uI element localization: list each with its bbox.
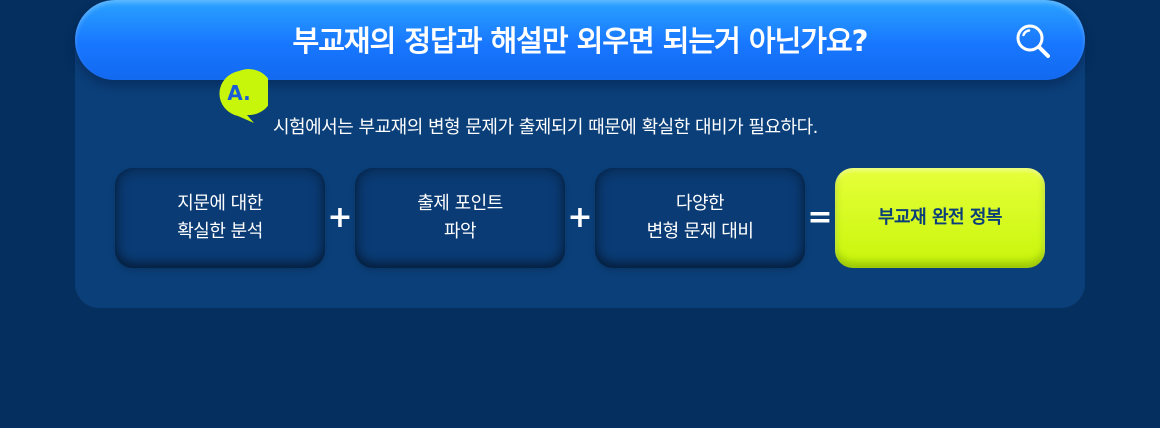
formula-item-variation: 다양한 변형 문제 대비 — [595, 168, 805, 268]
plus-icon: + — [327, 200, 353, 235]
formula-result: 부교재 완전 정복 — [835, 168, 1045, 268]
formula-result-line: 부교재 — [878, 207, 927, 228]
question-bar: 부교재의 정답과 해설만 외우면 되는거 아닌가요? — [75, 0, 1085, 80]
answer-badge: A. — [214, 69, 273, 123]
formula-item-line: 변형 문제 대비 — [646, 221, 754, 242]
search-icon[interactable] — [1013, 21, 1053, 61]
answer-badge-label: A. — [227, 81, 251, 105]
formula-item-line: 확실한 분석 — [177, 221, 263, 242]
formula-item-line: 지문에 대한 — [177, 193, 263, 214]
plus-icon: + — [567, 200, 593, 235]
formula-item-line: 다양한 — [675, 193, 725, 214]
formula-result-line: 완전 정복 — [931, 207, 1003, 228]
formula-item-analysis: 지문에 대한 확실한 분석 — [115, 168, 325, 268]
formula-item-line: 출제 포인트 — [417, 193, 503, 214]
equals-icon: = — [807, 200, 833, 235]
formula-item-line: 파악 — [443, 221, 477, 242]
speech-bubble-icon — [219, 69, 273, 123]
answer-text: 시험에서는 부교재의 변형 문제가 출제되기 때문에 확실한 대비가 필요하다. — [273, 117, 818, 138]
formula-item-point: 출제 포인트 파악 — [355, 168, 565, 268]
question-title: 부교재의 정답과 해설만 외우면 되는거 아닌가요? — [292, 24, 869, 58]
